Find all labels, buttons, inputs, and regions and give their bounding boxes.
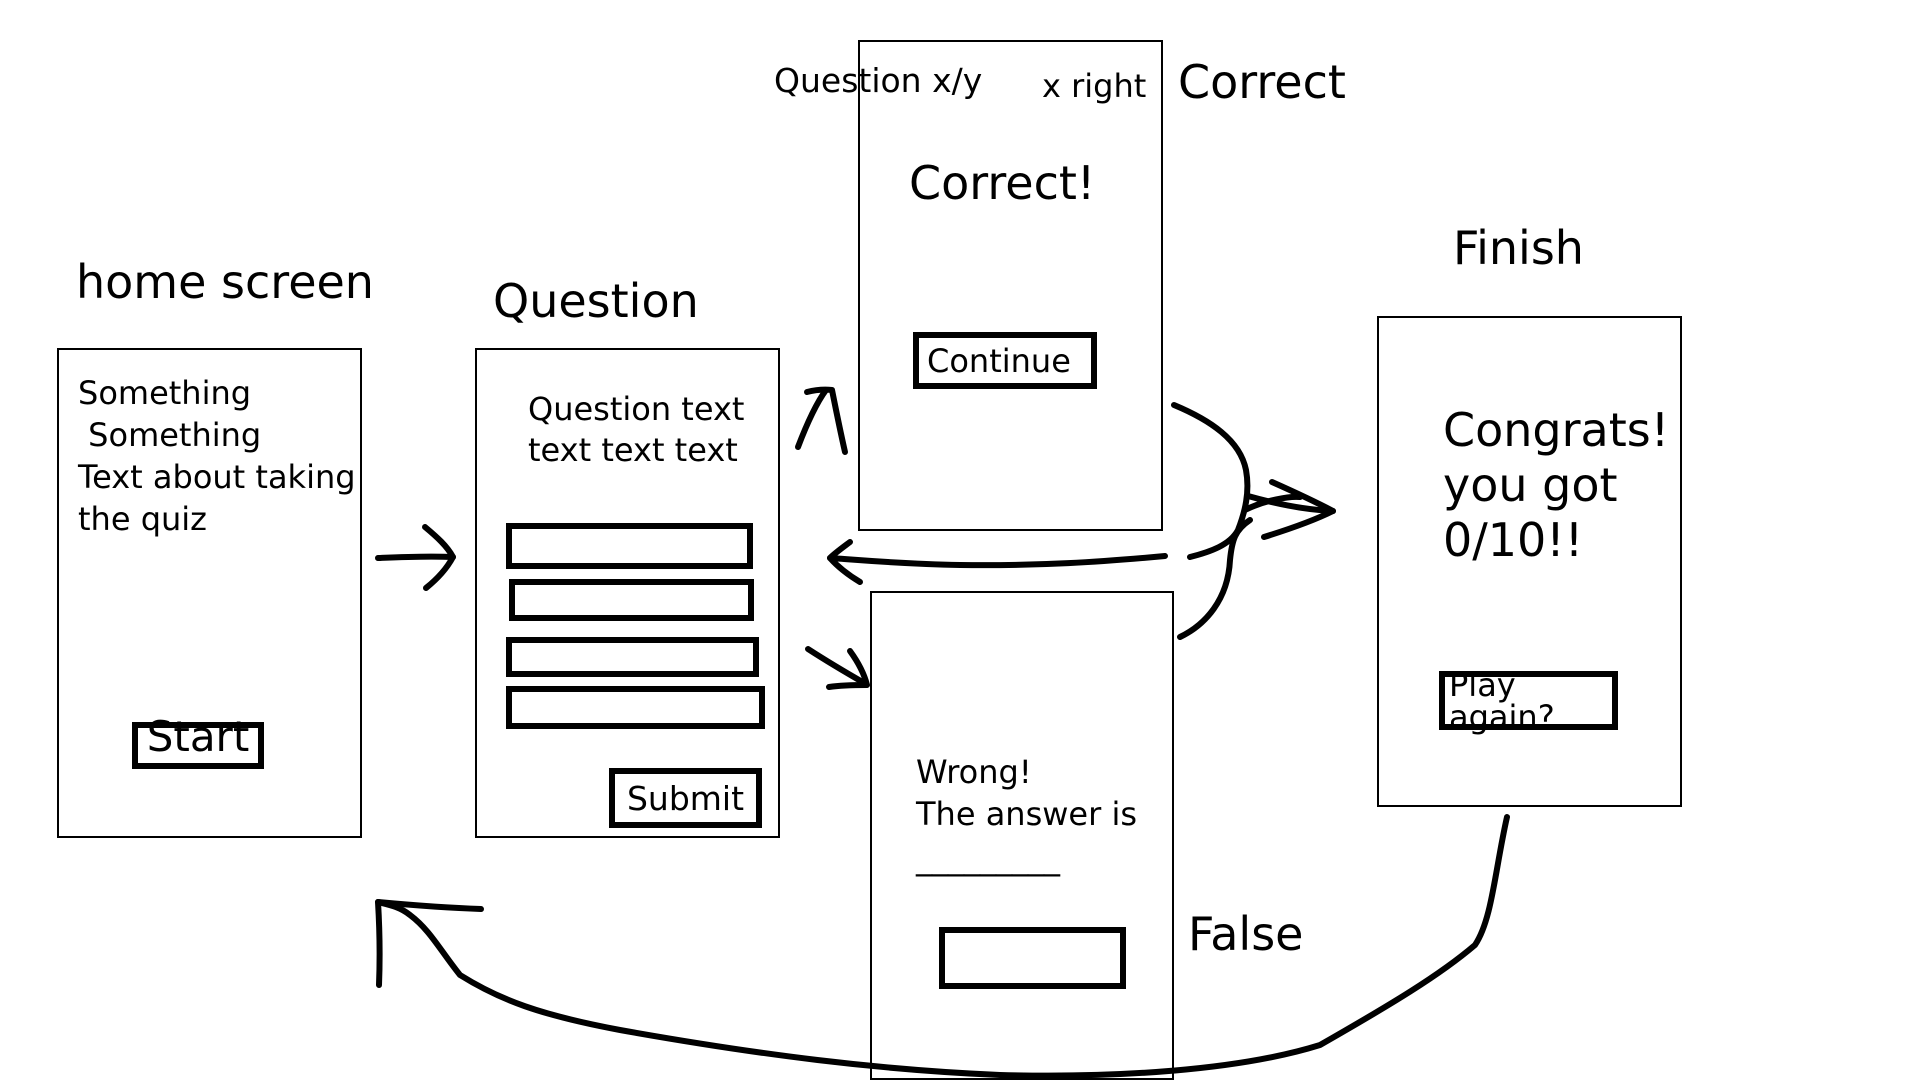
wrong-message: Wrong! <box>916 753 1032 791</box>
score-counter: x right <box>1042 67 1147 105</box>
arrowhead-icon <box>1261 479 1336 540</box>
start-button[interactable]: Start <box>132 716 264 769</box>
answer-option-box[interactable] <box>506 523 753 569</box>
finish-message-line: Congrats! <box>1443 403 1670 457</box>
continue-button[interactable]: Continue <box>913 332 1097 389</box>
answer-option-box[interactable] <box>506 637 759 677</box>
wrong-continue-box[interactable] <box>939 927 1126 989</box>
answer-reveal-text: The answer is <box>916 795 1137 833</box>
arrowhead-icon <box>827 539 863 585</box>
question-screen-heading: Question <box>493 274 699 328</box>
arrow-wrong-to-finish <box>1177 517 1253 640</box>
answer-option-box[interactable] <box>506 686 765 729</box>
finish-message-line: you got <box>1443 458 1618 512</box>
arrowhead-icon <box>804 386 848 455</box>
arrow-merge-to-finish <box>1245 493 1336 514</box>
arrow-question-to-correct <box>795 387 829 450</box>
submit-button[interactable]: Submit <box>609 768 762 828</box>
finish-screen-frame <box>1377 316 1682 807</box>
answer-blank: _________ <box>916 839 1060 877</box>
play-again-button[interactable]: Play again? <box>1439 665 1618 736</box>
false-screen-heading: False <box>1188 907 1304 961</box>
play-again-button-label: Play again? <box>1449 665 1555 736</box>
answer-option-box[interactable] <box>509 579 754 621</box>
arrow-home-to-question <box>375 553 456 561</box>
correct-message: Correct! <box>909 156 1096 210</box>
continue-button-label: Continue <box>927 341 1071 380</box>
correct-screen-frame <box>858 40 1163 531</box>
start-button-label: Start <box>146 712 250 761</box>
arrow-correct-to-finish <box>1171 402 1251 560</box>
home-text-line: Text about taking <box>78 458 356 496</box>
arrowhead-icon <box>375 899 484 988</box>
question-text-line: Question text <box>528 390 745 428</box>
question-text-line: text text text <box>528 431 738 469</box>
arrow-question-to-wrong <box>805 646 869 687</box>
home-text-line: Something <box>78 374 252 412</box>
arrow-wrong-to-finish-tail <box>1242 493 1303 513</box>
correct-screen-heading: Correct <box>1178 55 1346 109</box>
wrong-screen-frame <box>870 591 1174 1080</box>
finish-score-line: 0/10!! <box>1443 513 1584 567</box>
home-screen-heading: home screen <box>76 255 374 309</box>
home-text-line: Something <box>78 416 262 454</box>
home-text-line: the quiz <box>78 500 207 538</box>
arrowhead-icon <box>422 524 456 591</box>
arrowhead-icon <box>826 648 870 690</box>
question-counter: Question x/y <box>774 61 983 100</box>
submit-button-label: Submit <box>626 778 745 818</box>
arrow-back-to-question <box>827 553 1168 569</box>
finish-screen-heading: Finish <box>1453 221 1584 275</box>
